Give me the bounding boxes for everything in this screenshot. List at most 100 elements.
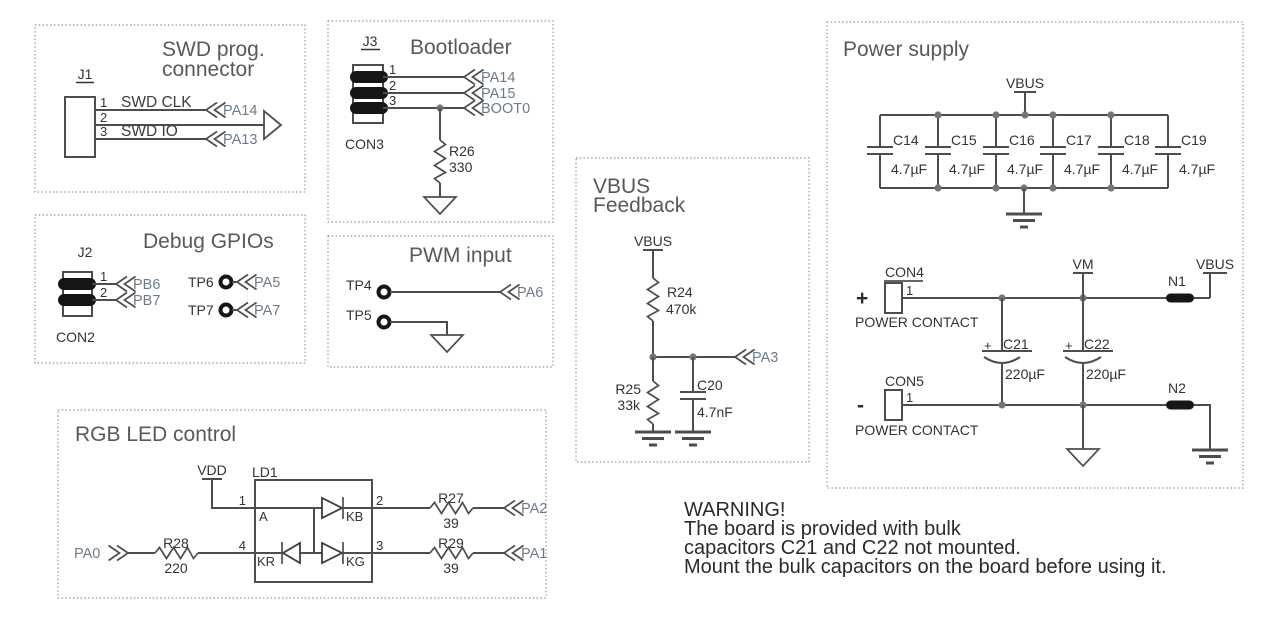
resistor-r24 — [646, 277, 660, 322]
diode-kg-icon — [321, 541, 345, 565]
vdd-port-label: VDD — [197, 462, 227, 478]
net-label-pa15: PA15 — [481, 86, 515, 102]
ground-earth-icon — [633, 430, 673, 447]
junction-dot — [992, 184, 1000, 192]
ld1-anode-label: A — [259, 509, 268, 524]
ld1-body — [254, 479, 373, 583]
ld1-pin1-number: 1 — [239, 493, 246, 508]
net-chevron-right-icon — [107, 544, 129, 562]
connector-ref-j2: J2 — [78, 244, 93, 260]
wire-n2-out — [1194, 404, 1211, 449]
c21-polarity-plus: + — [984, 338, 992, 353]
vbus-port-top-label: VBUS — [1006, 75, 1044, 91]
junction-dot — [1107, 184, 1115, 192]
c20-ref: C20 — [697, 377, 723, 393]
vbusfb-title-line2: Feedback — [593, 194, 686, 217]
c14-value: 4.7µF — [891, 161, 927, 177]
c21-ref: C21 — [1003, 336, 1029, 352]
c21-value: 220µF — [1005, 366, 1045, 382]
wire-tp5 — [390, 321, 448, 335]
net-label-pa5: PA5 — [254, 275, 280, 291]
swd-title-line1: SWD prog. — [162, 38, 265, 61]
output-arrow-icon — [263, 109, 283, 141]
vm-port-label: VM — [1073, 256, 1094, 272]
swd-block-border — [34, 24, 306, 193]
connector-pin-icon — [350, 87, 388, 99]
junction-dot — [1107, 111, 1115, 119]
pwm-block-border — [327, 235, 554, 368]
ground-triangle-icon — [423, 196, 457, 215]
vbusfb-title-line1: VBUS — [593, 175, 650, 198]
r27-ref: R27 — [438, 490, 464, 506]
net-label-pa14-boot: PA14 — [481, 70, 515, 86]
warning-line3: capacitors C21 and C22 not mounted. — [684, 537, 1021, 559]
rgb-led-block: RGB LED control VDD LD1 1 4 2 3 A KR KB … — [57, 409, 547, 599]
capacitor-c22: + C22 220µF — [1063, 298, 1126, 405]
capacitor-c21: + C21 220µF — [982, 298, 1045, 405]
power-supply-block: Power supply VBUS C14 4.7µF C15 4.7µF C1… — [826, 21, 1244, 489]
ferrite-bead-icon — [1166, 293, 1194, 303]
junction-dot — [1049, 184, 1057, 192]
warning-note: WARNING! The board is provided with bulk… — [684, 499, 1167, 578]
con2-label: CON2 — [56, 329, 95, 345]
j1-pin2-number: 2 — [100, 110, 107, 125]
net-label-pb7: PB7 — [133, 293, 160, 309]
tp7-label: TP7 — [188, 302, 214, 318]
n2-ref: N2 — [1168, 380, 1186, 396]
capacitor-c16: C16 4.7µF — [983, 115, 1043, 188]
con5-body — [884, 389, 903, 421]
j1-connector-body — [64, 96, 96, 158]
connector-ref-j1: J1 — [78, 66, 93, 82]
r29-ref: R29 — [438, 535, 464, 551]
j2-pin1-number: 1 — [100, 269, 107, 284]
net-label-pa13: PA13 — [223, 132, 257, 148]
con4-body — [884, 282, 903, 314]
c22-polarity-plus: + — [1065, 338, 1073, 353]
ground-earth-icon — [1190, 448, 1230, 465]
j2-pin2-number: 2 — [100, 285, 107, 300]
j1-pin3-number: 3 — [100, 124, 107, 139]
c17-ref: C17 — [1066, 132, 1092, 148]
rgb-title: RGB LED control — [75, 423, 236, 446]
ld1-ref: LD1 — [252, 464, 278, 480]
con4-pin1-number: 1 — [906, 283, 913, 298]
net-label-pa1: PA1 — [521, 546, 547, 562]
pwm-title: PWM input — [409, 244, 512, 267]
r27-value: 39 — [443, 515, 459, 531]
r25-ref: R25 — [615, 381, 641, 397]
c22-value: 220µF — [1086, 366, 1126, 382]
capacitor-c17: C17 4.7µF — [1040, 115, 1100, 188]
net-label-pb6: PB6 — [133, 277, 160, 293]
r28-value: 220 — [164, 560, 188, 576]
testpoint-icon — [376, 314, 392, 330]
ground-triangle-icon — [430, 334, 464, 353]
warning-line4: Mount the bulk capacitors on the board b… — [684, 556, 1167, 578]
testpoint-icon — [218, 302, 234, 318]
ground-earth-icon — [673, 430, 713, 447]
swd-clk-label: SWD CLK — [121, 94, 192, 111]
testpoint-icon — [218, 274, 234, 290]
connector-pin-icon — [58, 278, 96, 290]
warning-line2: The board is provided with bulk — [684, 518, 962, 540]
pwm-input-block: PWM input TP4 PA6 TP5 — [327, 235, 554, 368]
swd-io-label: SWD IO — [121, 123, 178, 140]
c22-ref: C22 — [1084, 336, 1110, 352]
c16-value: 4.7µF — [1007, 161, 1043, 177]
resistor-r26 — [433, 139, 447, 184]
c17-value: 4.7µF — [1064, 161, 1100, 177]
ground-earth-icon — [1004, 212, 1044, 229]
debug-gpios-block: Debug GPIOs J2 1 2 PB6 PB7 CON2 TP6 PA5 … — [34, 214, 306, 364]
tp6-label: TP6 — [188, 274, 214, 290]
r29-value: 39 — [443, 560, 459, 576]
connector-ref-j3: J3 — [363, 33, 378, 49]
ld1-pin2-number: 2 — [376, 493, 383, 508]
ld1-kg-label: KG — [346, 554, 365, 569]
c20-value: 4.7nF — [697, 404, 733, 420]
junction-dot — [992, 111, 1000, 119]
net-label-pa2: PA2 — [521, 501, 547, 517]
swd-connector-block: SWD prog. connector J1 1 2 3 SWD CLK SWD… — [34, 24, 306, 193]
connector-pin-icon — [350, 71, 388, 83]
power-title: Power supply — [843, 38, 970, 61]
